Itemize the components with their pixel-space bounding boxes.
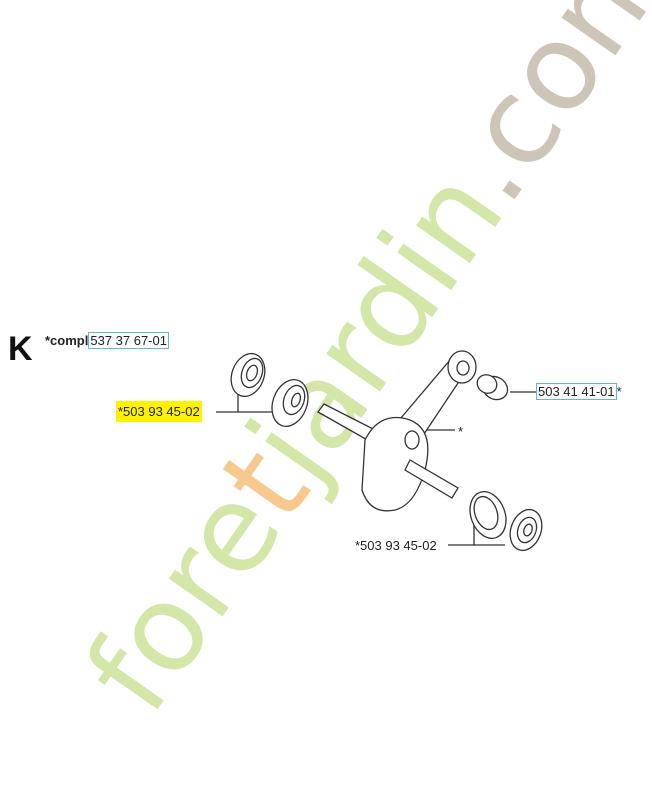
needle-bearing-suffix: * [616,384,622,399]
bearing-left-outer [230,352,266,398]
crankshaft-right-shaft [404,459,459,499]
needle-bearing-label: 503 41 41-01* [536,383,622,400]
kit-prefix: *compl [45,333,89,348]
bearing-left-part-number-highlighted[interactable]: *503 93 45-02 [116,401,202,422]
section-letter: K [8,330,33,368]
needle-bearing-part-number-link[interactable]: 503 41 41-01 [536,383,617,400]
bearing-right-part-number[interactable]: *503 93 45-02 [355,538,437,553]
kit-part-number-link[interactable]: 537 37 67-01 [88,332,169,349]
bearing-right-inner [469,491,507,539]
bearing-left-inner [271,379,309,427]
crankshaft-label: * [458,424,464,439]
needle-bearing [476,374,509,401]
leader-line-right [448,525,475,546]
bearing-right-outer [509,508,543,552]
